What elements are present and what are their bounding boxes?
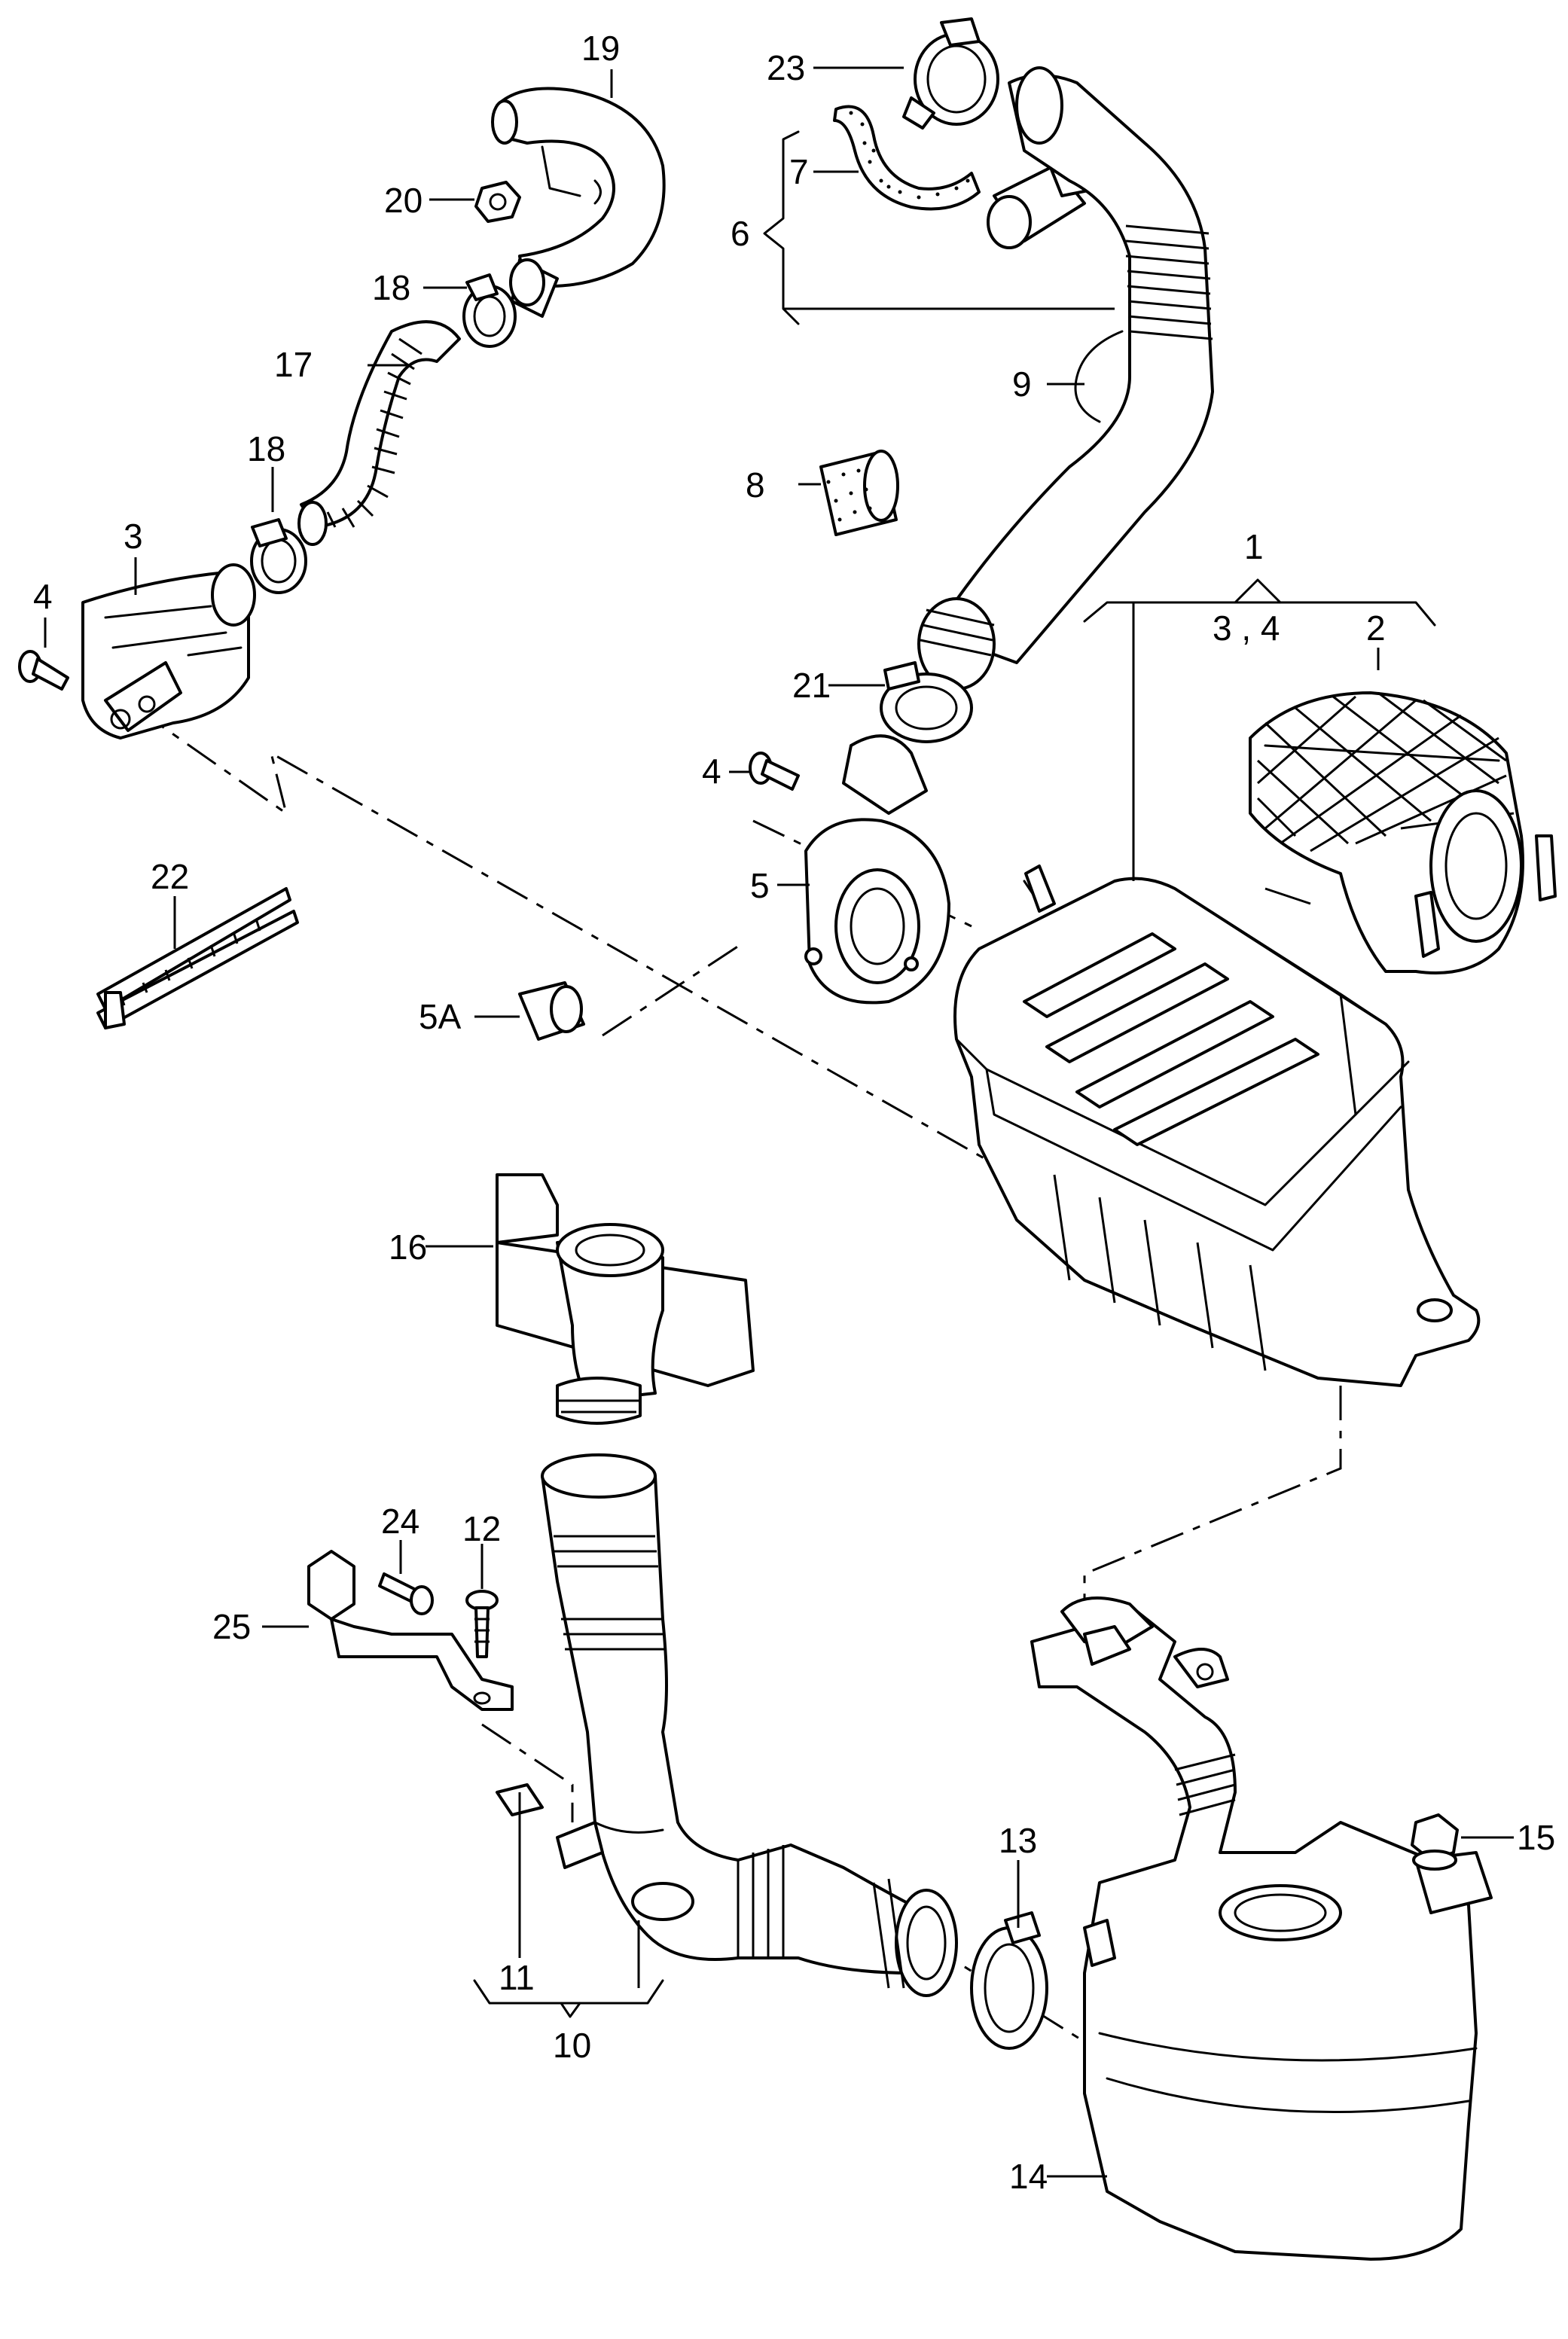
part-16-elbow bbox=[496, 1173, 755, 1425]
part-19-hose bbox=[491, 87, 666, 303]
part-10-duct bbox=[541, 1453, 958, 1997]
part-18-upper-clamp bbox=[462, 273, 517, 348]
callout-22: 22 bbox=[151, 857, 189, 896]
part-18-lower-clamp bbox=[250, 518, 307, 594]
callout-12: 12 bbox=[462, 1509, 501, 1548]
callout-17: 17 bbox=[274, 345, 313, 384]
part-4-screw-middle bbox=[749, 752, 800, 791]
callout-labels: 19 20 18 17 18 3 4 22 23 7 6 9 8 1 3 , 4… bbox=[33, 29, 1555, 2196]
part-19-stub bbox=[509, 258, 559, 318]
part-21-clamp bbox=[880, 661, 973, 743]
part-8-texture bbox=[826, 468, 872, 522]
callout-20: 20 bbox=[384, 181, 423, 220]
part-8-filter-insert bbox=[819, 450, 899, 536]
part-3-throttle-body bbox=[81, 563, 256, 740]
part-15-nut bbox=[1411, 1813, 1459, 1871]
callout-1: 1 bbox=[1244, 527, 1264, 566]
callout-18-upper: 18 bbox=[372, 268, 410, 307]
callout-3-4: 3 , 4 bbox=[1213, 608, 1280, 648]
part-11-clip bbox=[496, 1783, 604, 1869]
callout-7: 7 bbox=[789, 152, 809, 191]
callout-5A: 5A bbox=[419, 997, 462, 1036]
part-1-air-box bbox=[953, 865, 1481, 1387]
assembly-line-bracket-to-clip bbox=[481, 1723, 574, 1822]
assembly-line-5A-to-inlet bbox=[602, 940, 746, 1037]
part-23-clamp bbox=[902, 17, 999, 130]
callout-23: 23 bbox=[767, 48, 805, 87]
leader-lines bbox=[44, 66, 1514, 2178]
part-14-resonator bbox=[1030, 1596, 1493, 2261]
callout-21: 21 bbox=[792, 666, 831, 705]
callout-4-left: 4 bbox=[33, 577, 53, 616]
callout-25: 25 bbox=[212, 1607, 251, 1646]
assembly-line-duct-to-resonator bbox=[926, 1941, 1108, 2057]
callout-3: 3 bbox=[124, 517, 143, 556]
part-2-mesh bbox=[1256, 691, 1515, 852]
part-2-air-filter bbox=[1249, 691, 1557, 974]
bracket-group-1 bbox=[1083, 578, 1436, 627]
callout-14: 14 bbox=[1009, 2157, 1048, 2196]
callout-2: 2 bbox=[1366, 608, 1386, 648]
callout-15: 15 bbox=[1517, 1818, 1555, 1857]
part-13-clamp bbox=[970, 1911, 1048, 2050]
assembly-line-throttle-to-box bbox=[135, 706, 987, 1161]
part-9-wire bbox=[1074, 330, 1124, 423]
part-25-bracket bbox=[307, 1550, 514, 1711]
callout-5: 5 bbox=[750, 866, 770, 905]
callout-9: 9 bbox=[1012, 364, 1032, 404]
bracket-group-6 bbox=[763, 130, 1115, 325]
callout-18-lower: 18 bbox=[247, 429, 285, 468]
part-5A-grommet bbox=[518, 981, 585, 1041]
part-4-screw-left bbox=[18, 650, 69, 691]
part-5-inlet bbox=[804, 734, 950, 1005]
callout-8: 8 bbox=[746, 465, 765, 505]
part-24-screw bbox=[378, 1572, 434, 1615]
intake-hose-end bbox=[917, 597, 996, 691]
callout-4-middle: 4 bbox=[702, 752, 721, 791]
part-12-screw bbox=[465, 1590, 499, 1658]
bracket-group-10 bbox=[473, 1979, 664, 2018]
callout-6: 6 bbox=[731, 214, 750, 253]
part-7-texture bbox=[849, 111, 970, 200]
callout-13: 13 bbox=[999, 1821, 1037, 1860]
part-17-corrugated-hose bbox=[297, 320, 461, 546]
callout-24: 24 bbox=[381, 1502, 419, 1541]
part-20-nut bbox=[474, 181, 521, 223]
part-6-intake-hose bbox=[932, 66, 1214, 664]
part-7-breather-hose bbox=[833, 105, 981, 211]
callout-10: 10 bbox=[553, 2026, 591, 2065]
callout-11: 11 bbox=[499, 1958, 535, 1997]
callout-16: 16 bbox=[389, 1227, 427, 1267]
callout-19: 19 bbox=[581, 29, 620, 68]
part-22-cable-tie bbox=[96, 887, 299, 1029]
